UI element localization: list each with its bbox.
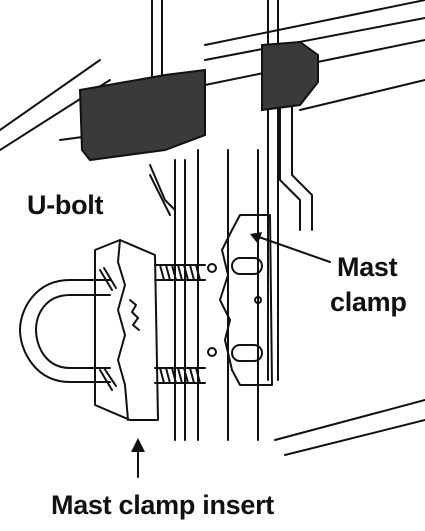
right-bracket — [261, 40, 319, 112]
mast-clamp-label-line1: Mast — [337, 252, 398, 282]
mast-tube — [149, 149, 259, 441]
lower-rails — [274, 399, 425, 456]
u-bolt-threads — [99, 264, 206, 391]
mast-clamp-arrow-head — [250, 232, 262, 244]
u-bolt-label: U-bolt — [27, 190, 104, 220]
u-bolt — [19, 264, 206, 391]
mast-clamp-insert — [94, 239, 159, 421]
mast-clamp-insert-label: Mast clamp insert — [51, 490, 274, 520]
mast-clamp-plate — [207, 214, 273, 386]
crossbar-rails — [0, 0, 425, 151]
arrow-heads — [131, 232, 262, 452]
left-bracket — [78, 68, 206, 162]
dark-brackets — [78, 40, 319, 162]
insert-arrow-head — [131, 438, 145, 452]
mast-clamp-label-line2: clamp — [330, 287, 407, 317]
